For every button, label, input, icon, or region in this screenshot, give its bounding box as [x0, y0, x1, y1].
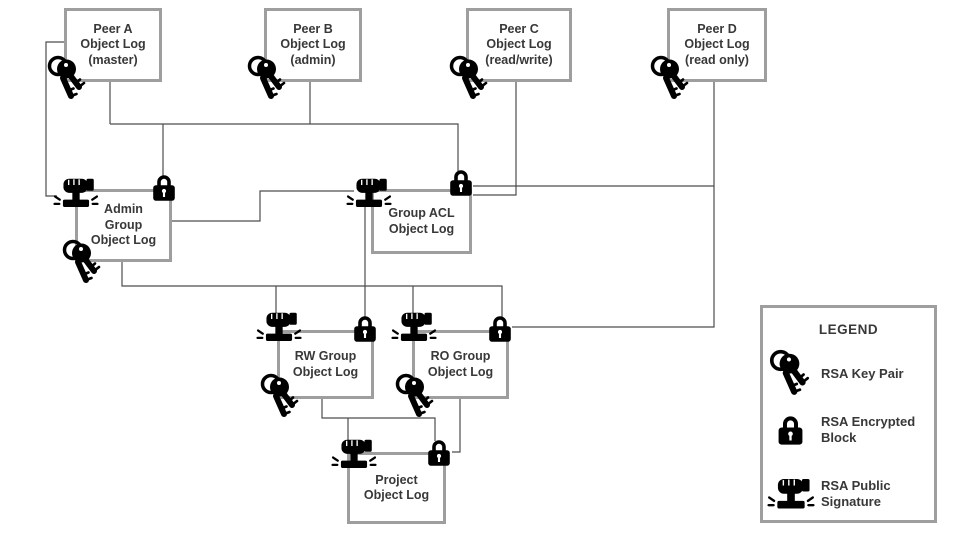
edge-ro-to-project-lock: [452, 393, 461, 453]
node-label-line: Peer C: [499, 21, 539, 36]
rsa-public-signature-icon: [346, 176, 392, 216]
edge-peer-c-to-acl-lock: [473, 76, 517, 196]
node-label-line: Admin: [104, 202, 143, 217]
node-label-line: Object Log: [280, 37, 346, 52]
node-peer-a-object-log: Peer A Object Log (master): [64, 8, 162, 82]
edge-peer-d-to-ro-lock: [512, 76, 715, 328]
node-label-line: RO Group: [430, 349, 491, 363]
node-label-line: (read/write): [485, 52, 553, 67]
node-label-line: Object Log: [292, 364, 359, 379]
node-label-line: Object Log: [486, 37, 552, 52]
rsa-key-pair-icon: [258, 372, 302, 420]
node-label-line: (read only): [685, 52, 749, 67]
rsa-public-signature-icon: [767, 476, 815, 518]
legend-item-label: RSA Encrypted Block: [821, 414, 916, 445]
edge-admin-to-acl-stamp: [166, 190, 354, 222]
node-peer-b-object-log: Peer B Object Log (admin): [264, 8, 362, 82]
node-label-line: Peer A: [93, 21, 133, 36]
node-ro-group-object-log: RO Group Object Log: [412, 330, 509, 399]
rsa-key-pair-icon: [447, 54, 491, 102]
rsa-key-pair-icon: [393, 372, 437, 420]
edge-bus-to-acl-lock: [110, 123, 459, 171]
rsa-key-pair-icon: [766, 348, 814, 398]
legend-item-label: RSA Key Pair: [821, 366, 904, 381]
edge-peer-a-to-admin-stamp: [45, 41, 65, 197]
rsa-encrypted-block-icon: [777, 414, 804, 446]
node-label-line: Group ACL: [388, 206, 455, 220]
node-label-line: Group: [104, 217, 143, 232]
node-label-line: Peer D: [697, 21, 737, 36]
legend-item-label: RSA Public Signature: [821, 478, 891, 509]
legend-title: LEGEND: [818, 322, 879, 337]
rsa-public-signature-icon: [391, 310, 437, 350]
rsa-encrypted-block-icon: [449, 168, 473, 197]
rsa-encrypted-block-icon: [152, 173, 176, 202]
rsa-public-signature-icon: [331, 437, 377, 477]
edge-admin-to-ro-lock-bus: [121, 256, 503, 317]
node-label-line: Project: [375, 472, 418, 487]
rsa-key-pair-icon: [60, 238, 104, 286]
node-label-line: (admin): [290, 52, 336, 67]
node-label-line: Object Log: [80, 37, 146, 52]
rsa-encrypted-block-icon: [353, 314, 377, 343]
rsa-public-signature-icon: [256, 310, 302, 350]
rsa-public-signature-icon: [53, 176, 99, 216]
node-label-line: Object Log: [388, 221, 455, 236]
rsa-key-pair-icon: [45, 54, 89, 102]
node-group-acl-object-log: Group ACL Object Log: [371, 189, 472, 254]
node-admin-group-object-log: Admin Group Object Log: [75, 189, 172, 262]
rsa-encrypted-block-icon: [427, 438, 451, 467]
node-label-line: Object Log: [427, 364, 494, 379]
node-label-line: Object Log: [363, 488, 430, 502]
node-label-line: Object Log: [90, 233, 157, 248]
node-peer-d-object-log: Peer D Object Log (read only): [667, 8, 767, 82]
rsa-key-pair-icon: [245, 54, 289, 102]
node-label-line: Object Log: [684, 37, 750, 52]
rsa-key-pair-icon: [648, 54, 692, 102]
node-label-line: (master): [88, 52, 138, 67]
node-label-line: Peer B: [293, 21, 333, 36]
legend: LEGEND RSA Key Pair RSA Encrypted Block …: [760, 305, 937, 523]
rsa-encrypted-block-icon: [488, 314, 512, 343]
node-peer-c-object-log: Peer C Object Log (read/write): [466, 8, 572, 82]
edge-rw-to-project-lock: [321, 393, 436, 441]
node-label-line: RW Group: [294, 349, 357, 363]
